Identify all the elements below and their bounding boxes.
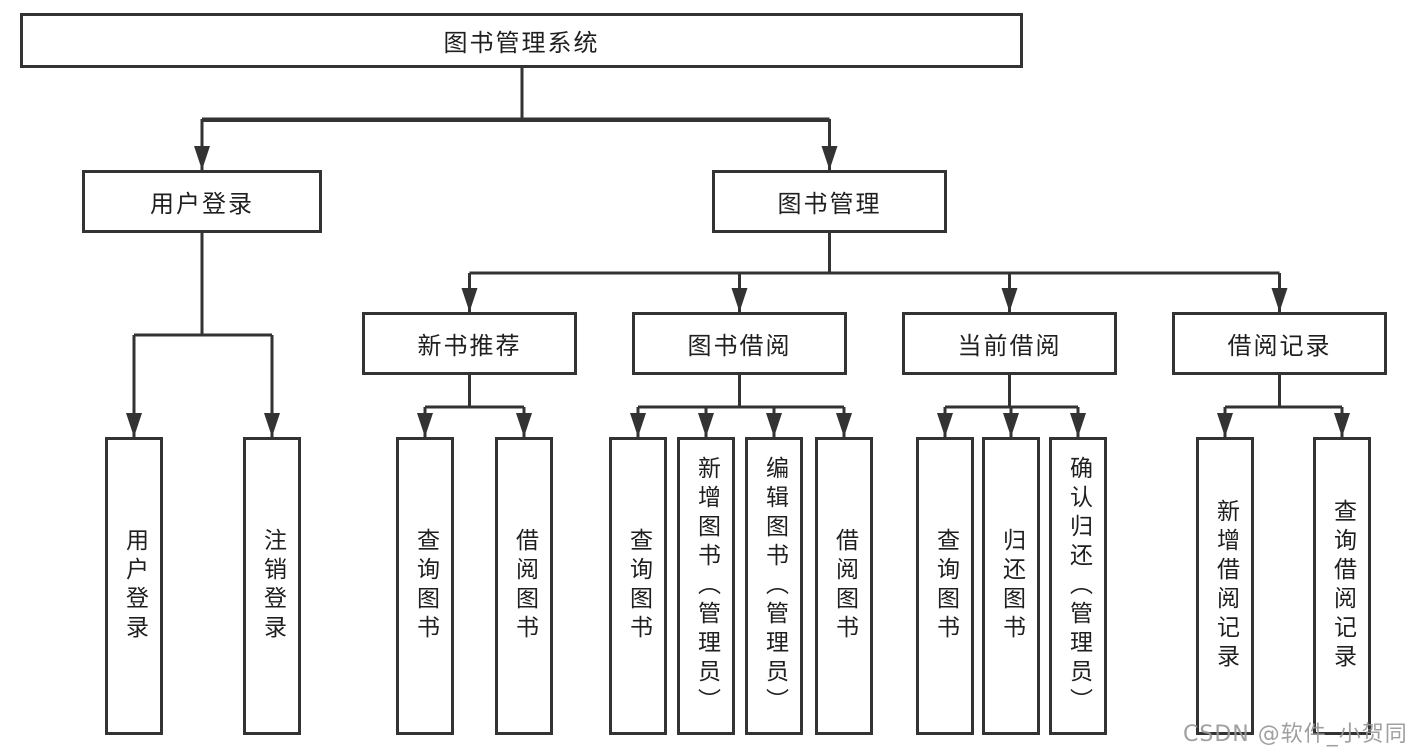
leaf-add-books-admin: 新增图书（管理员） bbox=[677, 437, 735, 735]
edges-user-login bbox=[126, 233, 280, 437]
leaf-confirm-return-admin-label: 确认归还（管理员） bbox=[1065, 455, 1092, 717]
leaf-logout: 注销登录 bbox=[243, 437, 301, 735]
edges-current-borrow bbox=[937, 375, 1086, 437]
edges-new-book-recommend bbox=[417, 375, 532, 437]
node-current-borrow: 当前借阅 bbox=[902, 312, 1117, 375]
node-root-label: 图书管理系统 bbox=[443, 29, 600, 57]
leaf-query-books-borrow: 查询图书 bbox=[609, 437, 667, 735]
leaf-query-books-borrow-label: 查询图书 bbox=[625, 528, 652, 644]
leaf-add-borrow-record: 新增借阅记录 bbox=[1196, 437, 1254, 735]
leaf-query-borrow-record-label: 查询借阅记录 bbox=[1329, 499, 1356, 673]
node-borrow-records: 借阅记录 bbox=[1172, 312, 1387, 375]
node-book-management: 图书管理 bbox=[712, 170, 947, 233]
edges-book-management bbox=[461, 233, 1288, 312]
leaf-add-borrow-record-label: 新增借阅记录 bbox=[1212, 499, 1239, 673]
leaf-return-books-label: 归还图书 bbox=[998, 528, 1025, 644]
node-new-book-recommend-label: 新书推荐 bbox=[417, 332, 522, 360]
leaf-user-login: 用户登录 bbox=[105, 437, 163, 735]
leaf-query-borrow-record: 查询借阅记录 bbox=[1313, 437, 1371, 735]
node-new-book-recommend: 新书推荐 bbox=[362, 312, 577, 375]
edges-borrow-records bbox=[1217, 375, 1350, 437]
leaf-query-books-current-label: 查询图书 bbox=[932, 528, 959, 644]
leaf-borrow-books-recommend: 借阅图书 bbox=[495, 437, 553, 735]
node-user-login: 用户登录 bbox=[82, 170, 322, 233]
leaf-return-books: 归还图书 bbox=[982, 437, 1040, 735]
watermark: CSDN @软件_小贺同学 bbox=[1183, 722, 1405, 747]
node-user-login-label: 用户登录 bbox=[150, 190, 254, 218]
leaf-edit-books-admin: 编辑图书（管理员） bbox=[745, 437, 803, 735]
leaf-confirm-return-admin: 确认归还（管理员） bbox=[1049, 437, 1107, 735]
leaf-query-books-current: 查询图书 bbox=[916, 437, 974, 735]
leaf-borrow-books: 借阅图书 bbox=[815, 437, 873, 735]
leaf-add-books-admin-label: 新增图书（管理员） bbox=[693, 455, 720, 717]
node-book-management-label: 图书管理 bbox=[777, 190, 882, 218]
leaf-edit-books-admin-label: 编辑图书（管理员） bbox=[761, 455, 788, 717]
leaf-borrow-books-label: 借阅图书 bbox=[831, 528, 858, 644]
node-book-borrow-label: 图书借阅 bbox=[687, 332, 792, 360]
leaf-query-books-recommend: 查询图书 bbox=[396, 437, 454, 735]
node-root: 图书管理系统 bbox=[20, 13, 1023, 68]
leaf-borrow-books-recommend-label: 借阅图书 bbox=[511, 528, 538, 644]
edges-book-borrow bbox=[630, 375, 852, 437]
edges-root bbox=[194, 68, 838, 170]
leaf-user-login-label: 用户登录 bbox=[121, 528, 148, 644]
leaf-logout-label: 注销登录 bbox=[259, 528, 286, 644]
node-borrow-records-label: 借阅记录 bbox=[1227, 332, 1332, 360]
node-current-borrow-label: 当前借阅 bbox=[957, 332, 1062, 360]
node-book-borrow: 图书借阅 bbox=[632, 312, 847, 375]
leaf-query-books-recommend-label: 查询图书 bbox=[412, 528, 439, 644]
